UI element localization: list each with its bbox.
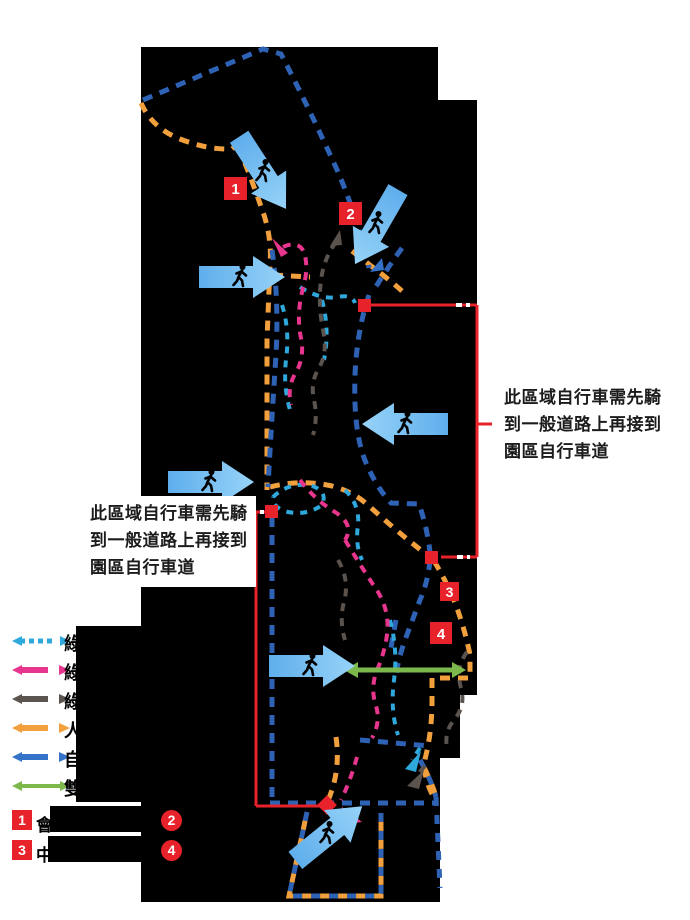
legend-marker-1: 1	[12, 810, 32, 830]
transparent-background-region	[48, 47, 477, 902]
note-line: 到一般道路上再接到	[504, 415, 662, 434]
pink-trail-arrowhead	[272, 238, 288, 257]
legend-line-gray-icon	[12, 694, 70, 704]
pink-trail-path	[282, 242, 390, 801]
note-line: 此區域自行車需先騎	[90, 504, 248, 523]
note-line: 到一般道路上再接到	[90, 531, 248, 550]
legend-line-orange-icon	[12, 723, 70, 733]
map-marker-3: 3	[440, 582, 459, 601]
map-marker-1: 1	[224, 177, 247, 200]
legend-marker-2: 2	[161, 810, 182, 831]
note-line: 此區域自行車需先騎	[504, 388, 662, 407]
svg-text:1: 1	[231, 181, 239, 198]
gray-trail-arrowhead-bottom	[407, 770, 424, 789]
legend-line-green-icon	[12, 781, 70, 791]
gray-trail-arrowhead-top	[330, 230, 342, 246]
legend-marker-1-label: 會	[36, 816, 53, 835]
map-marker-4: 4	[430, 622, 452, 644]
small-blue-arrowhead	[370, 258, 384, 272]
legend-marker-4: 4	[161, 840, 182, 861]
left-callout-note: 此區域自行車需先騎 到一般道路上再接到 園區自行車道	[84, 496, 256, 587]
svg-text:4: 4	[437, 626, 446, 643]
right-callout-note: 此區域自行車需先騎 到一般道路上再接到 園區自行車道	[500, 382, 666, 467]
note-line: 園區自行車道	[90, 558, 195, 577]
map-marker-2: 2	[339, 202, 362, 225]
legend-line-blue-icon	[12, 752, 70, 762]
note-line: 園區自行車道	[504, 442, 609, 461]
legend-line-cyan-dashed-icon	[12, 636, 70, 646]
right-bracket-dash-gaps	[456, 303, 470, 559]
svg-text:3: 3	[446, 584, 454, 600]
legend-marker-3: 3	[12, 840, 32, 860]
svg-text:2: 2	[346, 206, 354, 223]
legend-line-pink-icon	[12, 665, 70, 675]
cyan-trail-arrowhead	[405, 751, 421, 772]
